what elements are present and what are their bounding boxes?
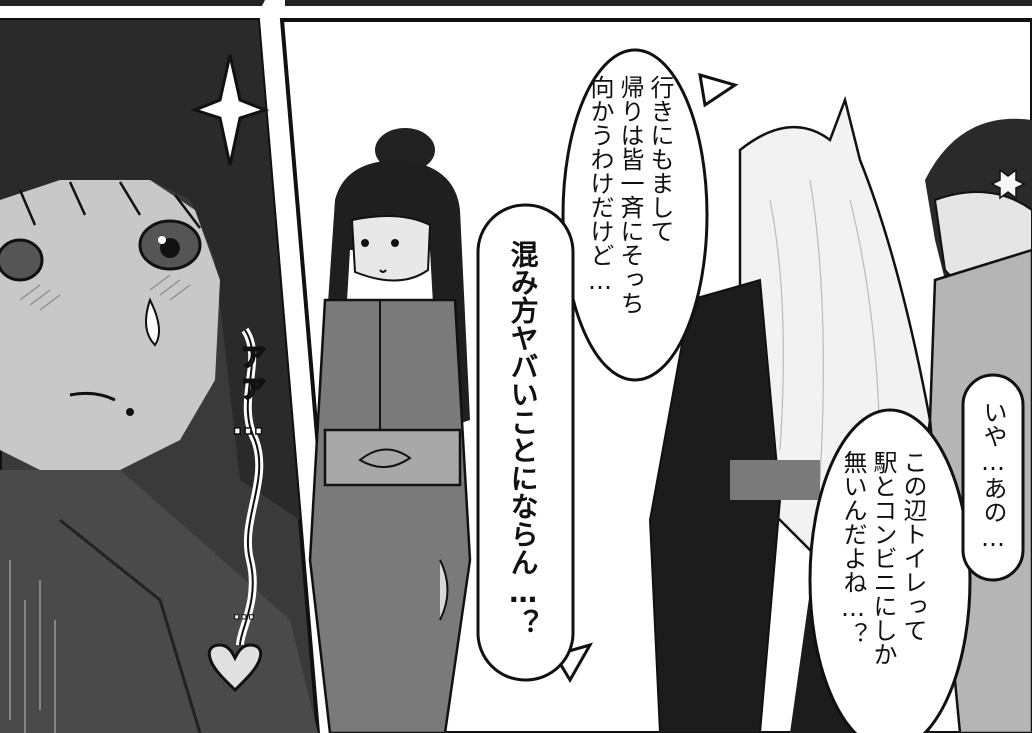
speech-line: いや…あの… xyxy=(979,400,1007,552)
speech-line: 行きにもまして xyxy=(646,75,674,243)
speech-line: 向かうわけだけど… xyxy=(586,75,614,295)
sfx-text-small: … xyxy=(230,600,258,626)
speech-bubble-4 xyxy=(808,408,972,733)
speech-bubble-2 xyxy=(476,203,575,682)
character-standing-middle xyxy=(308,128,472,733)
sfx-text: ァァ… xyxy=(228,339,268,443)
speech-text-2: 混み方ヤバいことにならん…？ xyxy=(506,240,540,637)
shock-mark-icon xyxy=(190,54,270,166)
speech-text-3: いや…あの… xyxy=(978,400,1008,552)
speech-text-4: この辺トイレって 駅とコンビニにしか 無いんだよね…？ xyxy=(838,450,928,666)
speech-bubble-1 xyxy=(561,48,709,382)
speech-line: 混み方ヤバいことにならん…？ xyxy=(506,240,540,637)
speech-line: 帰りは皆一斉にそっち xyxy=(616,75,644,315)
left-panel xyxy=(0,18,321,733)
sfx-line: ァァ… xyxy=(228,339,268,443)
speech-line: 無いんだよね…？ xyxy=(839,450,867,646)
flower-hair-ornament-icon xyxy=(990,168,1026,200)
top-left-panel-strip xyxy=(0,0,265,6)
speech-bubble-3 xyxy=(961,373,1025,582)
right-panel xyxy=(279,18,1032,733)
heart-icon xyxy=(207,643,263,693)
speech-line: 駅とコンビニにしか xyxy=(869,450,897,666)
speech-line: この辺トイレって xyxy=(899,450,927,642)
speech-text-1: 行きにもまして 帰りは皆一斉にそっち 向かうわけだけど… xyxy=(585,75,675,315)
top-right-panel-strip xyxy=(285,0,1032,6)
sfx-line: … xyxy=(231,600,257,626)
